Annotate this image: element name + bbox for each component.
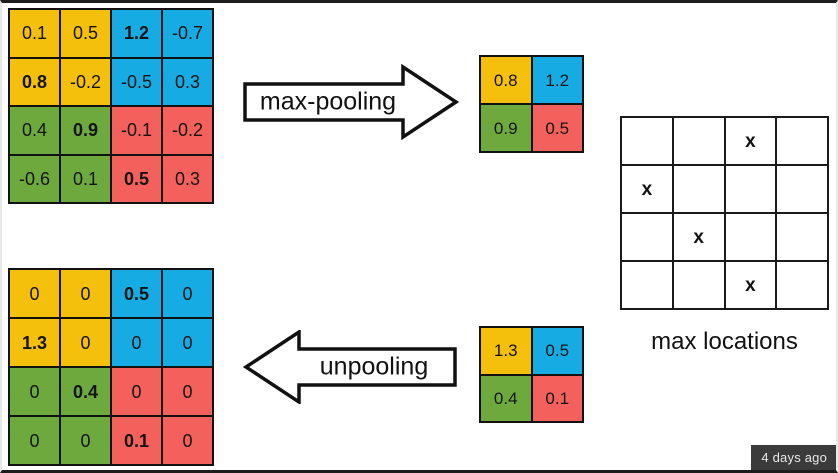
grid-cell (777, 166, 827, 212)
grid-cell (622, 262, 672, 308)
arrow-right-icon (243, 64, 459, 140)
grid-cell: 0 (10, 417, 59, 464)
grid-cell: 0 (112, 319, 161, 366)
grid-cell: 0.1 (61, 155, 110, 202)
grid-cell: 0.5 (112, 155, 161, 202)
grid-cell (777, 118, 827, 164)
grid-cell: 0.1 (532, 375, 582, 421)
grid-cell (673, 262, 724, 308)
grid-cell: 0.3 (163, 58, 212, 105)
grid-cell: 1.3 (10, 319, 59, 366)
grid-cell: 0.8 (10, 58, 59, 105)
grid-cell: -0.2 (163, 107, 212, 154)
unpooling-arrow: unpooling (243, 330, 457, 404)
grid-cell: 0 (10, 270, 59, 317)
grid-cell: 0.5 (532, 328, 582, 374)
grid-cell (725, 214, 776, 260)
grid-cell: x (622, 166, 672, 212)
grid-cell: x (673, 214, 724, 260)
grid-cell: 1.2 (112, 10, 161, 57)
grid-cell: -0.6 (10, 155, 59, 202)
grid-cell: 0.5 (532, 105, 582, 151)
grid-cell (673, 118, 724, 164)
max-pooling-arrow: max-pooling (243, 64, 459, 140)
grid-cell: -0.2 (61, 58, 110, 105)
grid-cell (622, 214, 672, 260)
grid-cell: x (725, 262, 776, 308)
grid-cell: -0.5 (112, 58, 161, 105)
grid-cell: 0.9 (61, 107, 110, 154)
grid-cell: -0.7 (163, 10, 212, 57)
grid-cell: 1.2 (532, 57, 582, 103)
grid-cell: 0 (112, 368, 161, 415)
grid-cell: 0.4 (10, 107, 59, 154)
grid-cell (777, 262, 827, 308)
grid-cell: x (725, 118, 776, 164)
grid-cell: 0.1 (112, 417, 161, 464)
grid-cell: 1.3 (481, 328, 531, 374)
grid-cell (673, 166, 724, 212)
grid-cell: 0.5 (61, 10, 110, 57)
grid-cell: 0 (10, 368, 59, 415)
grid-cell: 0.4 (481, 375, 531, 421)
arrow-left-icon (243, 330, 457, 404)
grid-cell: 0 (163, 368, 212, 415)
grid-cell: 0 (163, 319, 212, 366)
grid-cell (622, 118, 672, 164)
grid-cell: -0.1 (112, 107, 161, 154)
grid-cell: 0 (163, 270, 212, 317)
timestamp-badge: 4 days ago (751, 445, 836, 470)
grid-cell (777, 214, 827, 260)
grid-cell: 0 (61, 270, 110, 317)
grid-cell: 0 (61, 417, 110, 464)
grid-cell: 0.4 (61, 368, 110, 415)
grid-cell: 0.5 (112, 270, 161, 317)
grid-cell: 0.9 (481, 105, 531, 151)
max-locations-caption: max locations (651, 328, 798, 355)
grid-cell (725, 166, 776, 212)
grid-cell: 0 (163, 417, 212, 464)
grid-cell: 0 (61, 319, 110, 366)
grid-cell: 0.1 (10, 10, 59, 57)
grid-cell: 0.8 (481, 57, 531, 103)
grid-cell: 0.3 (163, 155, 212, 202)
